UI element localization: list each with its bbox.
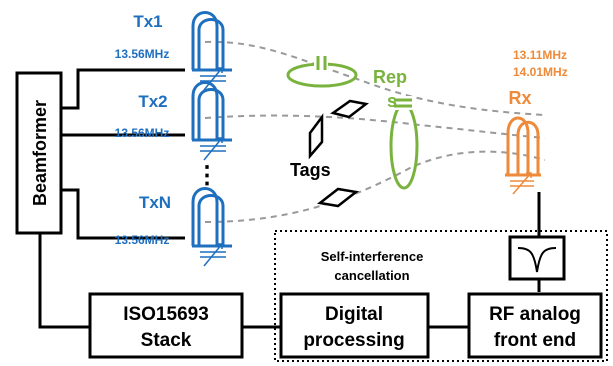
tx-n: TxN 13.56MHz bbox=[115, 187, 232, 267]
rf-label-1: RF analog bbox=[489, 304, 581, 325]
rx-freq-1: 13.11MHz bbox=[513, 48, 567, 62]
tx-coil-icon bbox=[191, 81, 225, 142]
tag-icon bbox=[308, 113, 324, 160]
beamformer-label: Beamformer bbox=[30, 100, 50, 206]
beamformer-block: Beamformer bbox=[15, 71, 63, 235]
iso-stack-block: ISO15693 Stack bbox=[88, 292, 244, 359]
beamformer-connections bbox=[38, 68, 185, 329]
tx-label: TxN bbox=[139, 193, 171, 212]
tunable-capacitor-icon bbox=[200, 67, 226, 91]
rx-label: Rx bbox=[508, 88, 531, 108]
tx-1: Tx1 13.56MHz bbox=[115, 11, 232, 91]
digital-label-2: processing bbox=[303, 330, 404, 351]
rf-label-2: front end bbox=[494, 330, 576, 351]
coupling-line-tx2 bbox=[204, 114, 546, 139]
tunable-capacitor-icon bbox=[510, 172, 534, 195]
repeater-vertical bbox=[389, 96, 419, 190]
tx-label: Tx1 bbox=[133, 12, 162, 31]
notch-filter-icon bbox=[517, 247, 557, 273]
coupling-line-txn bbox=[204, 150, 546, 223]
tx-2: Tx2 13.56MHz bbox=[115, 81, 232, 161]
sic-region bbox=[274, 230, 608, 362]
tx-ellipsis: ⋮ bbox=[195, 162, 219, 189]
tags-label: Tags bbox=[290, 160, 331, 180]
rx-coil-icon bbox=[506, 116, 530, 175]
tx-freq: 13.56MHz bbox=[115, 233, 170, 247]
tx-freq: 13.56MHz bbox=[115, 126, 170, 140]
repeater-horizontal bbox=[286, 56, 358, 88]
rx-freq-2: 14.01MHz bbox=[513, 65, 568, 79]
digital-processing-block: Digital processing bbox=[279, 292, 430, 359]
tags bbox=[308, 99, 369, 208]
coupling-line-tx1 bbox=[204, 40, 546, 116]
rf-front-end-block: RF analog front end bbox=[467, 292, 603, 359]
tag-icon bbox=[316, 187, 360, 208]
tx-freq: 13.56MHz bbox=[115, 47, 170, 61]
tx-coil-icon bbox=[191, 187, 225, 248]
rx: 13.11MHz 14.01MHz Rx bbox=[505, 48, 568, 195]
tunable-capacitor-icon bbox=[200, 137, 226, 161]
repeaters-label: Rep bbox=[373, 67, 407, 87]
tx-label: Tx2 bbox=[138, 92, 167, 111]
repeaters-label-cont: s bbox=[387, 91, 397, 111]
notch-filter bbox=[508, 235, 566, 281]
iso-stack-label-1: ISO15693 bbox=[123, 304, 209, 325]
tag-icon bbox=[330, 99, 369, 119]
digital-label-1: Digital bbox=[325, 304, 383, 325]
tunable-capacitor-icon bbox=[200, 243, 226, 267]
sic-label-line2: cancellation bbox=[334, 268, 409, 283]
sic-label-line1: Self-interference bbox=[321, 249, 424, 264]
iso-stack-label-2: Stack bbox=[141, 330, 192, 351]
